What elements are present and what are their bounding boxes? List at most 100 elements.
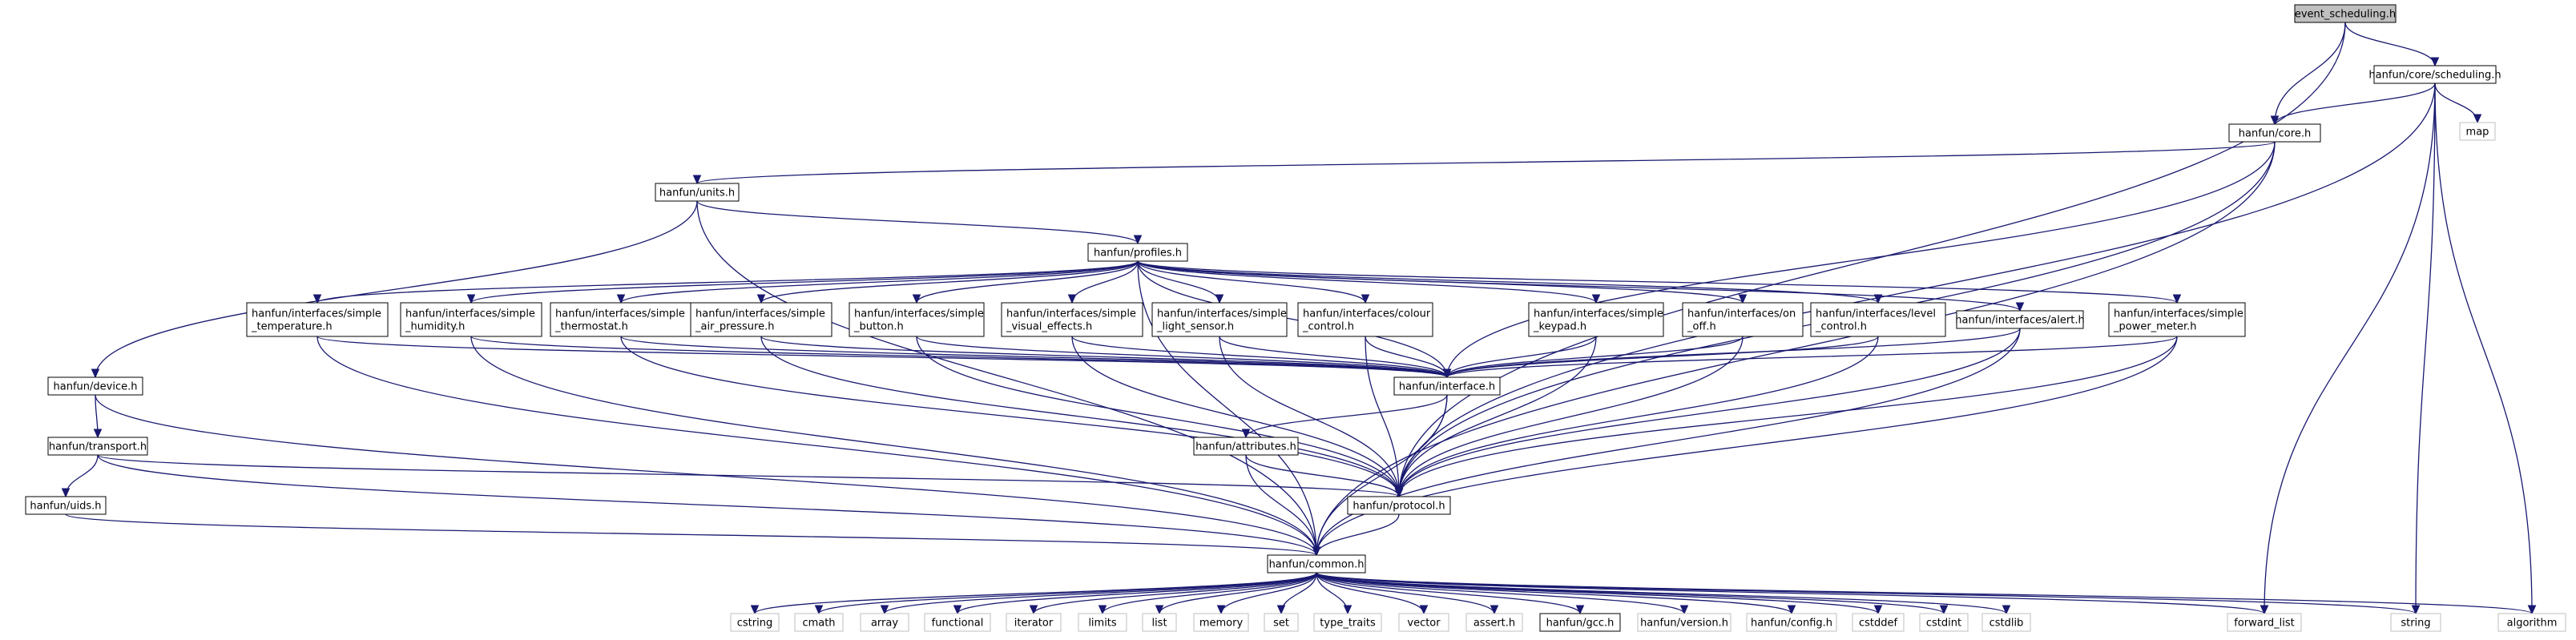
node-units[interactable]: hanfun/units.h xyxy=(655,183,740,202)
node-label: cstring xyxy=(737,618,772,630)
node-root[interactable]: event_scheduling.h xyxy=(2294,4,2397,23)
node-label: hanfun/version.h xyxy=(1640,618,1728,630)
node-humid[interactable]: hanfun/interfaces/simple_humidity.h xyxy=(400,302,542,337)
edge-line xyxy=(1219,336,1400,497)
edge-line xyxy=(95,200,698,378)
node-box xyxy=(730,613,780,632)
node-label: hanfun/config.h xyxy=(1751,618,1832,630)
edge-power-to-interface xyxy=(1442,336,2178,379)
node-button[interactable]: hanfun/interfaces/simple_button.h xyxy=(849,302,985,337)
edge-line xyxy=(1398,83,2436,497)
node-label: hanfun/common.h xyxy=(1269,559,1365,571)
edge-arrowhead xyxy=(1361,294,1370,304)
edge-arrowhead xyxy=(1490,605,1499,615)
node-interface[interactable]: hanfun/interface.h xyxy=(1393,376,1501,396)
node-thermo[interactable]: hanfun/interfaces/simple_thermostat.h xyxy=(550,302,692,337)
node-box xyxy=(1006,613,1062,632)
node-label: _temperature.h xyxy=(251,321,333,333)
edge-arrowhead xyxy=(1276,605,1286,615)
node-profiles[interactable]: hanfun/profiles.h xyxy=(1087,243,1188,262)
edge-units-to-common xyxy=(696,200,1321,557)
edge-interface-to-common xyxy=(1312,394,1448,557)
edge-arrowhead xyxy=(1575,605,1585,615)
edge-line xyxy=(1245,454,1317,556)
node-alert[interactable]: hanfun/interfaces/alert.h xyxy=(1955,310,2085,329)
node-cstddef: cstddef xyxy=(1852,613,1905,632)
node-protocol[interactable]: hanfun/protocol.h xyxy=(1347,496,1451,515)
edge-line xyxy=(1316,572,2533,614)
edge-arrowhead xyxy=(1216,605,1226,615)
node-string: string xyxy=(2390,613,2441,632)
node-label: hanfun/units.h xyxy=(659,187,735,199)
edge-line xyxy=(1446,328,2021,378)
node-version: hanfun/version.h xyxy=(1637,613,1731,632)
edge-line xyxy=(1398,336,2178,497)
node-box xyxy=(2497,613,2566,632)
edge-profiles-to-colour xyxy=(1137,260,1370,304)
edge-arrowhead xyxy=(912,294,921,304)
node-box xyxy=(1264,613,1299,632)
node-colour[interactable]: hanfun/interfaces/colour_control.h xyxy=(1297,302,1433,337)
edge-line xyxy=(316,336,1317,556)
node-label: _thermostat.h xyxy=(554,321,628,333)
node-sched[interactable]: hanfun/core/scheduling.h xyxy=(2368,65,2501,84)
edge-humid-to-common xyxy=(470,336,1321,557)
node-box xyxy=(1001,302,1143,337)
edge-common-to-algorithm xyxy=(1316,572,2537,615)
node-uids[interactable]: hanfun/uids.h xyxy=(25,496,107,515)
edge-line xyxy=(1102,572,1317,614)
edge-arrowhead xyxy=(2430,57,2440,67)
node-label: hanfun/core.h xyxy=(2239,128,2311,140)
node-core[interactable]: hanfun/core.h xyxy=(2228,123,2321,143)
node-onoff[interactable]: hanfun/interfaces/on_off.h xyxy=(1682,302,1804,337)
edge-arrowhead xyxy=(2411,605,2421,615)
edge-humid-to-interface xyxy=(470,336,1452,379)
edge-arrowhead xyxy=(1343,605,1353,615)
node-keypad[interactable]: hanfun/interfaces/simple_keypad.h xyxy=(1528,302,1664,337)
node-label: _visual_effects.h xyxy=(1006,321,1092,333)
edge-arrowhead xyxy=(692,175,702,185)
node-label: hanfun/interfaces/simple xyxy=(695,308,825,320)
node-box xyxy=(1919,613,1969,632)
node-label: hanfun/interfaces/simple xyxy=(1157,308,1287,320)
edge-line xyxy=(97,454,1400,497)
edge-profiles-to-level xyxy=(1137,260,1883,304)
edge-arrowhead xyxy=(1787,605,1796,615)
node-temp[interactable]: hanfun/interfaces/simple_temperature.h xyxy=(246,302,389,337)
node-transport[interactable]: hanfun/transport.h xyxy=(47,437,148,456)
edge-line xyxy=(2274,22,2346,125)
node-box xyxy=(849,302,985,337)
edge-arrowhead xyxy=(1029,605,1038,615)
edge-arrowhead xyxy=(1215,294,1224,304)
edge-profiles-to-power xyxy=(1137,260,2182,304)
edge-line xyxy=(1398,336,1744,497)
node-box xyxy=(1087,243,1188,262)
node-power[interactable]: hanfun/interfaces/simple_power_meter.h xyxy=(2108,302,2246,337)
edge-arrowhead xyxy=(61,488,71,498)
edge-line xyxy=(1398,336,1879,497)
node-config: hanfun/config.h xyxy=(1746,613,1837,632)
edge-line xyxy=(1245,454,1400,497)
edge-arrowhead xyxy=(2002,605,2011,615)
node-air[interactable]: hanfun/interfaces/simple_air_pressure.h xyxy=(690,302,832,337)
node-label: type_traits xyxy=(1320,618,1376,630)
node-box xyxy=(400,302,542,337)
edge-line xyxy=(470,336,1448,378)
node-attributes[interactable]: hanfun/attributes.h xyxy=(1193,437,1299,456)
node-box xyxy=(1151,302,1288,337)
node-gcc[interactable]: hanfun/gcc.h xyxy=(1539,613,1621,632)
node-label: array xyxy=(871,618,898,630)
node-light[interactable]: hanfun/interfaces/simple_light_sensor.h xyxy=(1151,302,1288,337)
node-box xyxy=(1398,613,1449,632)
edge-arrowhead xyxy=(616,294,626,304)
node-box xyxy=(860,613,909,632)
node-cstring: cstring xyxy=(730,613,780,632)
node-visual[interactable]: hanfun/interfaces/simple_visual_effects.… xyxy=(1001,302,1143,337)
edge-line xyxy=(1316,572,1792,614)
node-device[interactable]: hanfun/device.h xyxy=(47,376,143,396)
node-common[interactable]: hanfun/common.h xyxy=(1267,554,1366,574)
node-label: functional xyxy=(932,618,984,630)
node-level[interactable]: hanfun/interfaces/level_control.h xyxy=(1810,302,1946,337)
edge-transport-to-uids xyxy=(61,454,99,498)
node-box xyxy=(2108,302,2246,337)
